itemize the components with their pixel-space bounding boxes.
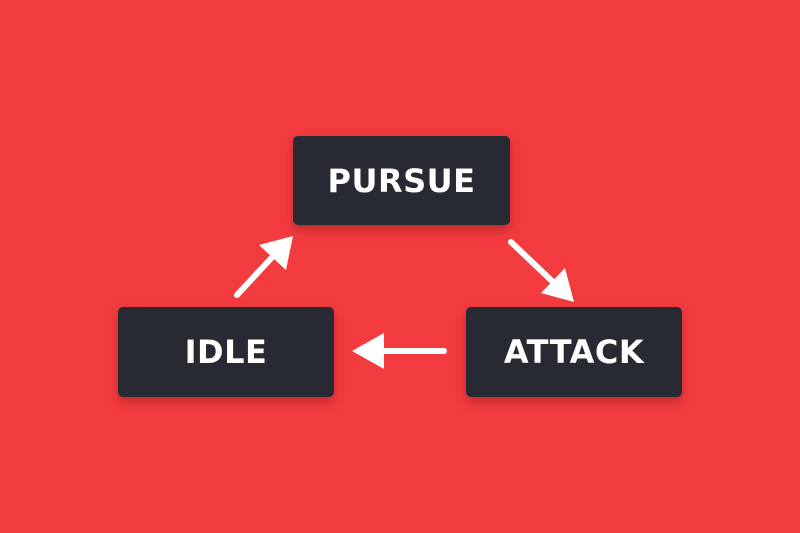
state-node-attack: ATTACK	[466, 307, 682, 397]
state-node-idle: IDLE	[118, 307, 334, 397]
transition-attack-to-idle-arrow	[352, 333, 447, 369]
transition-idle-to-pursue-arrow	[234, 236, 293, 298]
state-label-attack: ATTACK	[503, 333, 645, 371]
state-node-pursue: PURSUE	[293, 136, 510, 225]
state-label-pursue: PURSUE	[327, 161, 476, 200]
state-label-idle: IDLE	[184, 333, 268, 371]
transition-pursue-to-attack-arrow	[508, 239, 574, 302]
